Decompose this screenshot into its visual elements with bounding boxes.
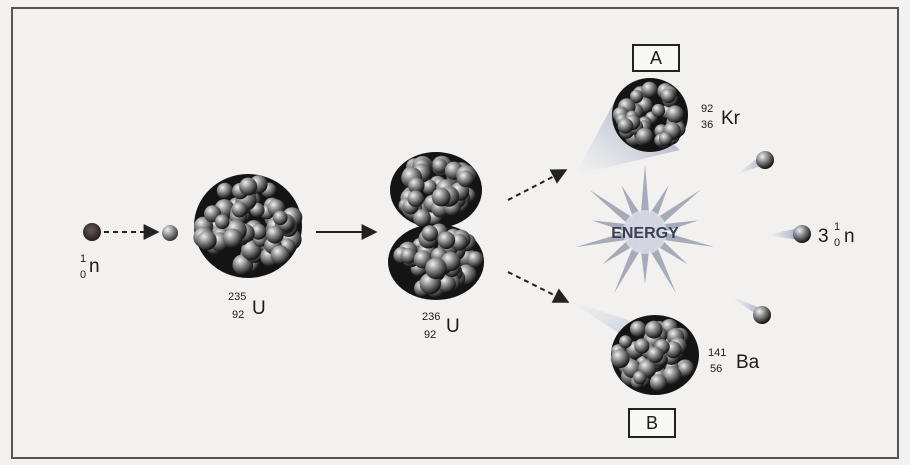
krypton-mass: 92 <box>701 103 714 115</box>
figure-border <box>11 7 899 459</box>
label-box-b: B <box>628 408 676 438</box>
u235-atomic: 92 <box>232 309 245 321</box>
barium-atomic: 56 <box>710 363 723 375</box>
u235-symbol: U <box>252 298 266 319</box>
neutron-in-mass: 1 <box>80 253 87 265</box>
u236-mass: 236 <box>422 311 441 323</box>
emitted-neutron-bottom <box>753 306 771 324</box>
label-box-a: A <box>632 44 680 72</box>
u236-nucleus <box>388 152 484 300</box>
energy-starburst <box>575 164 715 294</box>
u236-atomic: 92 <box>424 329 437 341</box>
arrow-to-krypton <box>507 169 568 201</box>
u235-mass: 235 <box>228 291 247 303</box>
krypton-nucleus <box>612 78 688 152</box>
neutron-in-atomic: 0 <box>80 269 87 281</box>
barium-mass: 141 <box>708 347 727 359</box>
u235-nucleus <box>193 174 303 278</box>
krypton-symbol: Kr <box>721 108 740 129</box>
absorbed-neutron <box>162 225 178 241</box>
arrow-to-barium <box>507 271 570 303</box>
barium-symbol: Ba <box>736 352 760 373</box>
neutrons-out-mass: 1 <box>834 221 841 233</box>
neutrons-out-atomic: 0 <box>834 237 841 249</box>
emitted-neutron-middle <box>793 225 811 243</box>
incoming-neutron <box>83 223 101 241</box>
emitted-neutron-top <box>756 151 774 169</box>
neutrons-out-symbol: n <box>844 226 855 247</box>
krypton-atomic: 36 <box>701 119 714 131</box>
u236-symbol: U <box>446 316 460 337</box>
energy-label: ENERGY <box>611 225 679 242</box>
neutrons-out-count: 3 <box>818 226 829 247</box>
barium-nucleus <box>610 315 699 395</box>
neutron-in-symbol: n <box>89 256 100 277</box>
neutron-trail-middle <box>765 228 800 240</box>
